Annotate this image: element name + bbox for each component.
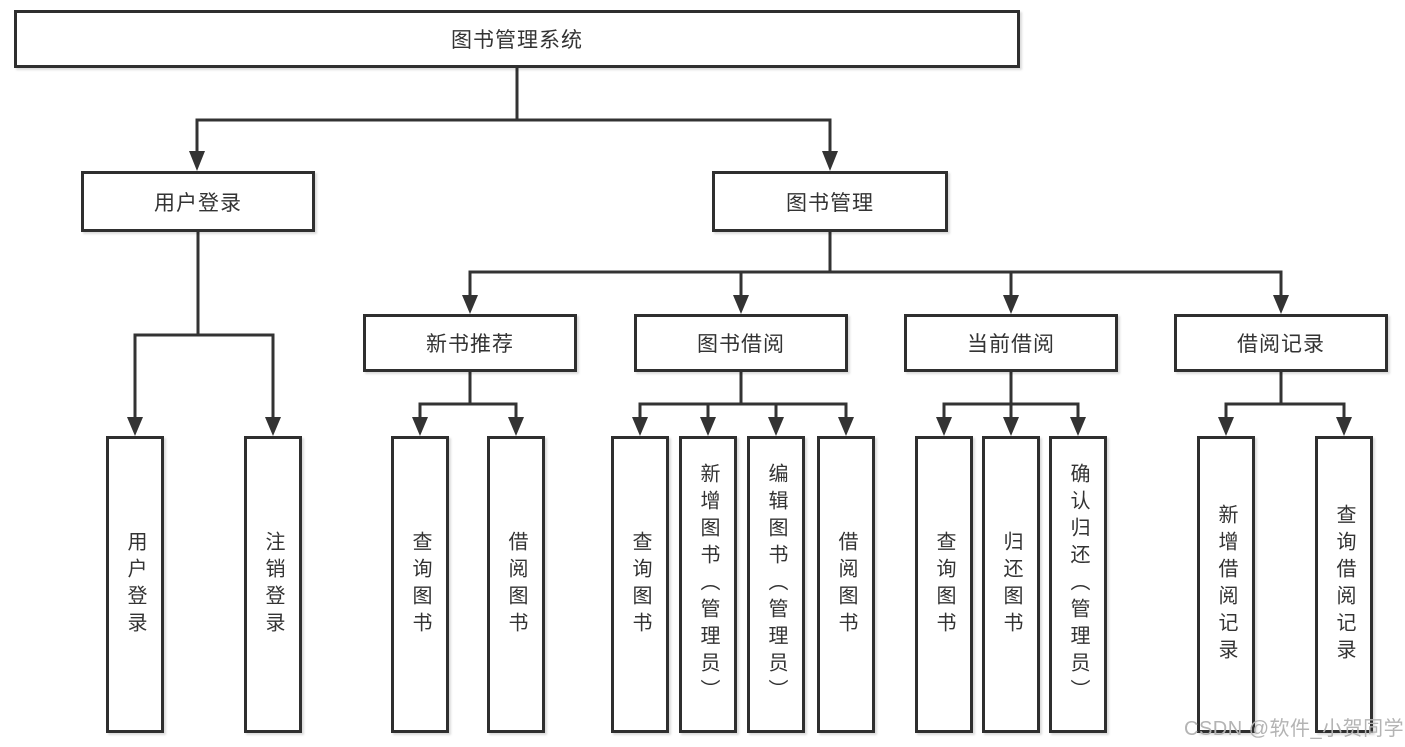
csdn-watermark: CSDN @软件_小贺同学 xyxy=(1184,718,1405,740)
leaf-add-borrow-record: 新增借阅记录 xyxy=(1197,436,1255,733)
node-book-management: 图书管理 xyxy=(712,171,948,232)
leaf-borrow-books: 借阅图书 xyxy=(817,436,875,733)
leaf-query-borrow-record: 查询借阅记录 xyxy=(1315,436,1373,733)
node-borrowing-records: 借阅记录 xyxy=(1174,314,1388,372)
node-user-login: 用户登录 xyxy=(81,171,315,232)
leaf-logout: 注销登录 xyxy=(244,436,302,733)
connector-book-borrowing-to-leaves xyxy=(632,372,854,436)
leaf-query-books-recommend: 查询图书 xyxy=(391,436,449,733)
connector-root-to-level2 xyxy=(189,68,838,171)
leaf-user-login: 用户登录 xyxy=(106,436,164,733)
connector-current-borrowing-to-leaves xyxy=(936,372,1086,436)
leaf-query-books-current: 查询图书 xyxy=(915,436,973,733)
leaf-borrow-books-recommend: 借阅图书 xyxy=(487,436,545,733)
node-library-management-system: 图书管理系统 xyxy=(14,10,1020,68)
node-new-book-recommendation: 新书推荐 xyxy=(363,314,577,372)
connector-borrowing-records-to-leaves xyxy=(1218,372,1352,436)
node-book-borrowing: 图书借阅 xyxy=(634,314,848,372)
leaf-return-book: 归还图书 xyxy=(982,436,1040,733)
leaf-confirm-return-admin: 确认归还（管理员） xyxy=(1049,436,1107,733)
connector-new-book-recommendation-to-leaves xyxy=(412,372,524,436)
connector-book-management-to-level3 xyxy=(462,232,1289,314)
connector-user-login-to-leaves xyxy=(127,232,281,436)
leaf-edit-book-admin: 编辑图书（管理员） xyxy=(747,436,805,733)
leaf-query-books-borrow: 查询图书 xyxy=(611,436,669,733)
leaf-add-book-admin: 新增图书（管理员） xyxy=(679,436,737,733)
node-current-borrowing: 当前借阅 xyxy=(904,314,1118,372)
